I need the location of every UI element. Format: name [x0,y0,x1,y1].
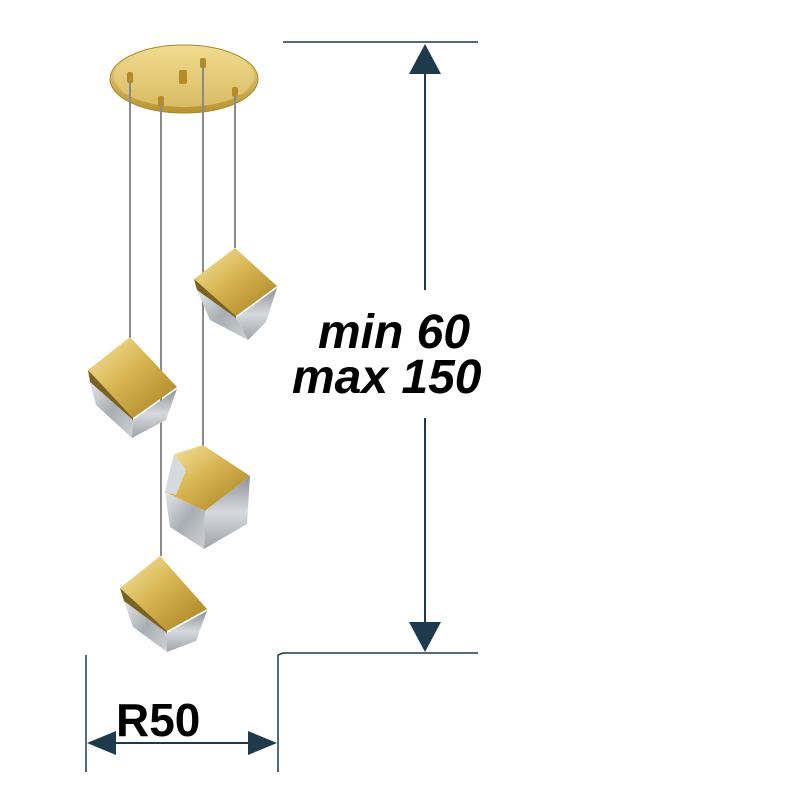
height-min-label: min 60 [318,306,471,359]
radius-right-extension-line [277,652,284,772]
cube-pendant-icon [120,556,207,652]
arrow-right-icon [248,731,277,755]
height-dimension [283,41,478,654]
height-max-label: max 150 [292,351,482,404]
cube-pendant-icon [194,248,277,340]
suspension-cables [129,66,236,556]
radius-dimension [85,652,284,772]
radius-label: R50 [116,694,201,746]
arrow-up-icon [409,44,441,74]
cube-pendant-icon [165,445,250,549]
cube-pendant-icon [88,337,177,438]
arrow-left-icon [87,731,116,755]
arrow-down-icon [409,622,441,652]
ceiling-canopy [109,44,259,114]
